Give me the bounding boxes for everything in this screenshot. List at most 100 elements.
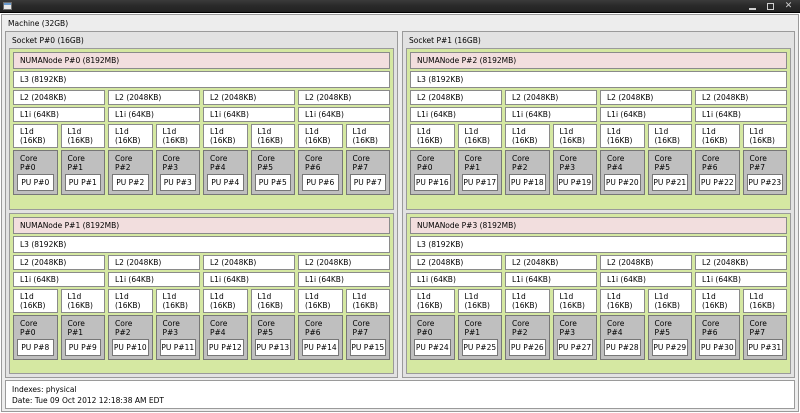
l1d-cache: L1d (16KB) [13,124,58,148]
l2-cache: L2 (2048KB) [298,254,390,270]
pu-box[interactable]: PU P#18 [509,174,546,191]
pu-box[interactable]: PU P#10 [112,338,149,356]
core-label: Core P#6 [305,318,323,337]
l1i-cache: L1i (64KB) [600,271,692,287]
socket-box[interactable]: Socket P#0 (16GB)NUMANode P#0 (8192MB)L3… [5,31,398,378]
core-box[interactable]: Core P#7 PU P#23 [742,150,787,195]
pu-box[interactable]: PU P#6 [302,174,339,191]
pu-box[interactable]: PU P#20 [604,174,641,191]
numanode-box[interactable]: NUMANode P#3 (8192MB)L3 (8192KB)L2 (2048… [406,212,791,374]
close-icon[interactable]: ✕ [784,0,793,11]
pu-box[interactable]: PU P#22 [699,174,736,191]
l2-cache: L2 (2048KB) [695,254,787,270]
pu-box[interactable]: PU P#23 [746,174,783,191]
l1d-cache: L1d (16KB) [410,288,455,313]
pu-box[interactable]: PU P#21 [651,174,688,191]
l1i-cache: L1i (64KB) [298,107,390,122]
indexes-label: Indexes: physical [12,385,77,394]
pu-box[interactable]: PU P#30 [699,338,736,356]
pu-box[interactable]: PU P#1 [64,174,101,191]
pu-box[interactable]: PU P#4 [207,174,244,191]
core-box[interactable]: Core P#6 PU P#6 [298,150,343,195]
pu-box[interactable]: PU P#0 [17,174,54,191]
core-label: Core P#1 [464,154,482,172]
pu-box[interactable]: PU P#27 [556,338,593,356]
minimize-icon[interactable] [748,2,757,11]
pu-box[interactable]: PU P#25 [461,338,498,356]
l1d-cache-row: L1d (16KB)L1d (16KB) [695,288,787,313]
core-label: Core P#5 [654,154,672,172]
l1d-cache: L1d (16KB) [742,288,787,313]
core-box[interactable]: Core P#5 PU P#21 [647,150,692,195]
l2-cache: L2 (2048KB) [108,90,200,105]
pu-box[interactable]: PU P#29 [651,338,688,356]
socket-box[interactable]: Socket P#1 (16GB)NUMANode P#2 (8192MB)L3… [402,31,795,378]
pu-box[interactable]: PU P#31 [746,338,783,356]
numanode-box[interactable]: NUMANode P#2 (8192MB)L3 (8192KB)L2 (2048… [406,48,791,210]
numanode-box[interactable]: NUMANode P#0 (8192MB)L3 (8192KB)L2 (2048… [9,48,394,210]
pu-box[interactable]: PU P#13 [254,338,291,356]
pu-box[interactable]: PU P#26 [509,338,546,356]
l1i-cache: L1i (64KB) [695,271,787,287]
pu-box[interactable]: PU P#11 [159,338,196,356]
core-label: Core P#7 [749,154,767,172]
pu-box[interactable]: PU P#19 [556,174,593,191]
maximize-icon[interactable] [766,2,775,11]
pu-box[interactable]: PU P#24 [414,338,451,356]
l2-group: L2 (2048KB)L1i (64KB)L1d (16KB)L1d (16KB… [505,90,597,195]
l2-cache: L2 (2048KB) [108,254,200,270]
pu-box[interactable]: PU P#28 [604,338,641,356]
pu-box[interactable]: PU P#15 [349,338,386,356]
pu-box[interactable]: PU P#5 [254,174,291,191]
pu-box[interactable]: PU P#12 [207,338,244,356]
l1d-cache: L1d (16KB) [250,288,295,313]
pu-box[interactable]: PU P#14 [302,338,339,356]
core-box[interactable]: Core P#1 PU P#1 [60,150,105,195]
pu-box[interactable]: PU P#2 [112,174,149,191]
pu-box[interactable]: PU P#16 [414,174,451,191]
l1d-cache-row: L1d (16KB)L1d (16KB) [298,124,390,148]
numanode-box[interactable]: NUMANode P#1 (8192MB)L3 (8192KB)L2 (2048… [9,212,394,374]
core-label: Core P#1 [67,154,85,172]
l2-group: L2 (2048KB)L1i (64KB)L1d (16KB)L1d (16KB… [505,254,597,360]
pu-box[interactable]: PU P#9 [64,338,101,356]
pu-box[interactable]: PU P#17 [461,174,498,191]
core-label: Core P#6 [305,154,323,172]
pu-box[interactable]: PU P#7 [349,174,386,191]
l2-cache: L2 (2048KB) [505,90,597,105]
l1d-cache: L1d (16KB) [695,288,740,313]
pu-box[interactable]: PU P#8 [17,338,54,356]
pu-box[interactable]: PU P#3 [159,174,196,191]
core-box[interactable]: Core P#1 PU P#17 [457,150,502,195]
machine-box[interactable]: Machine (32GB) Socket P#0 (16GB)NUMANode… [1,14,799,412]
